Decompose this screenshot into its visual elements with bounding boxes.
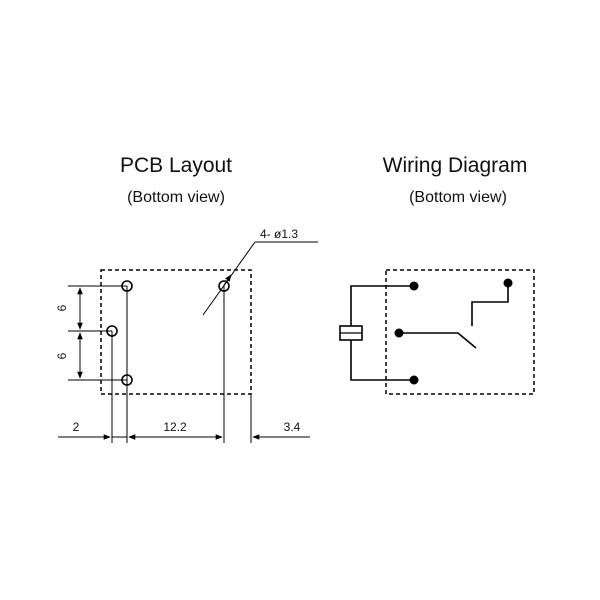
contact-wire — [471, 283, 509, 326]
pcb-layout-title: PCB Layout — [120, 154, 232, 177]
dim-pitch-lower: 6 — [55, 352, 69, 359]
dim-right: 3.4 — [284, 420, 301, 434]
dim-middle: 12.2 — [163, 420, 187, 434]
pcb-layout-panel: PCB Layout (Bottom view) 4- ø1.3 6 6 — [55, 154, 318, 443]
wiring-relay-outline — [385, 269, 535, 395]
coil-terminal-top — [409, 281, 419, 291]
coil-wire-bottom — [350, 340, 414, 381]
pcb-relay-outline — [100, 269, 252, 395]
hole-diameter-leader — [202, 241, 318, 316]
coil-terminal-bottom — [409, 375, 419, 385]
coil-wire-top — [350, 285, 414, 326]
switch-armature — [399, 332, 477, 349]
wiring-diagram-panel: Wiring Diagram (Bottom view) — [339, 154, 535, 395]
wiring-diagram-title: Wiring Diagram — [383, 154, 528, 177]
wiring-diagram-subtitle: (Bottom view) — [409, 189, 507, 206]
pcb-layout-subtitle: (Bottom view) — [127, 189, 225, 206]
dim-pitch-upper: 6 — [55, 304, 69, 311]
hole-diameter-callout: 4- ø1.3 — [260, 227, 298, 241]
dim-left: 2 — [73, 420, 80, 434]
